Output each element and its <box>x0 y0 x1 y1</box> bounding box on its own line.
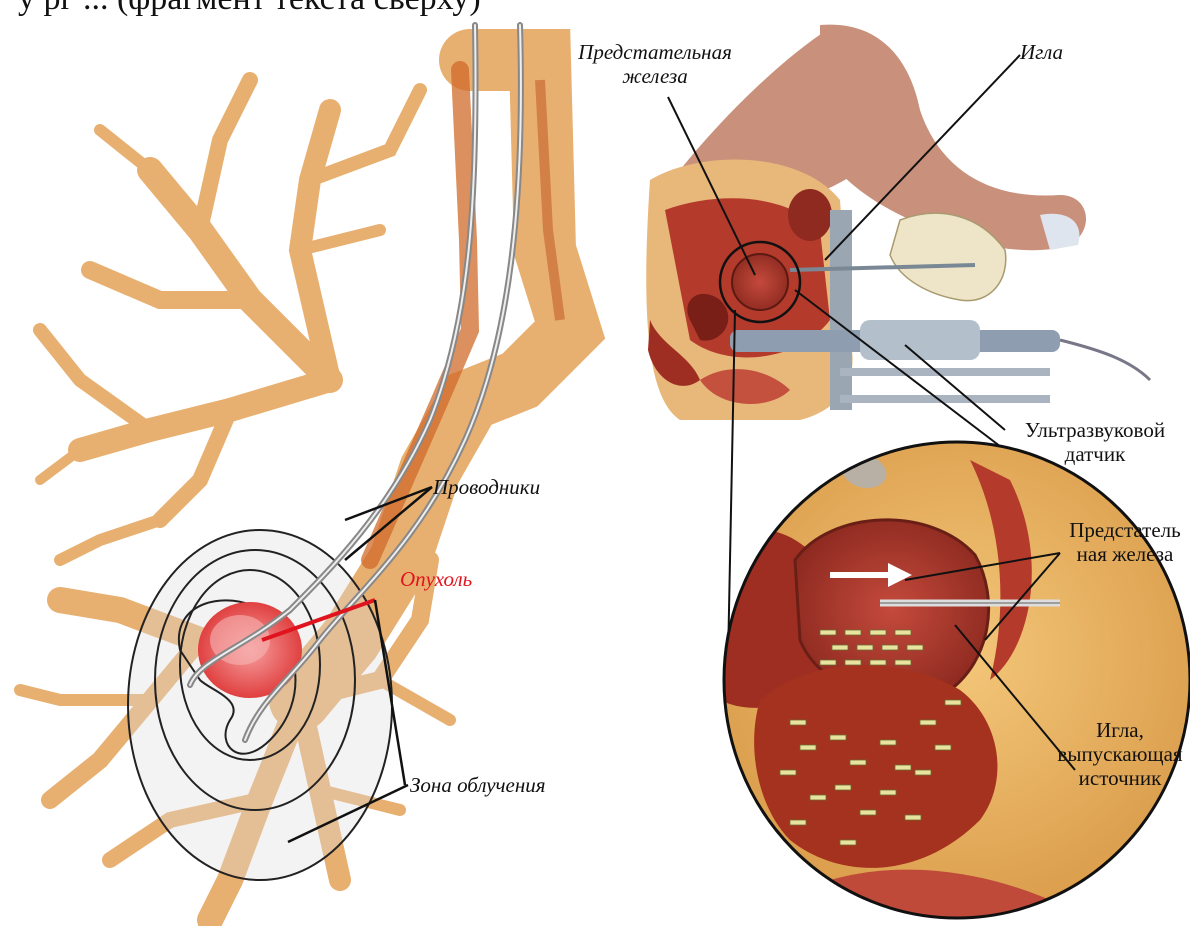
label-ultrasound-probe: Ультразвуковой датчик <box>1010 418 1180 466</box>
label-needle-source: Игла, выпускающая источник <box>1055 718 1185 790</box>
label-needle-top: Игла <box>1020 40 1063 64</box>
label-needle-inset-line3: источник <box>1055 766 1185 790</box>
top-partial-text: у рг ... (фрагмент текста сверху) <box>18 0 481 18</box>
label-needle-inset-line2: выпускающая <box>1055 742 1185 766</box>
label-needle-inset-line1: Игла, <box>1055 718 1185 742</box>
label-prostate-inset: Предстатель ная железа <box>1060 518 1190 566</box>
label-prostate-top-line2: железа <box>565 64 745 88</box>
label-probe-line1: Ультразвуковой <box>1010 418 1180 442</box>
label-prostate-top: Предстательная железа <box>565 40 745 88</box>
label-conductors: Проводники <box>433 475 540 499</box>
label-prostate-top-line1: Предстательная <box>565 40 745 64</box>
label-irradiation-zone: Зона облучения <box>410 773 546 797</box>
label-probe-line2: датчик <box>1010 442 1180 466</box>
label-tumor: Опухоль <box>400 567 472 591</box>
label-prostate-inset-line1: Предстатель <box>1060 518 1190 542</box>
pelvis-section <box>646 160 852 420</box>
radiation-zone-contours <box>128 530 392 880</box>
label-prostate-inset-line2: ная железа <box>1060 542 1190 566</box>
